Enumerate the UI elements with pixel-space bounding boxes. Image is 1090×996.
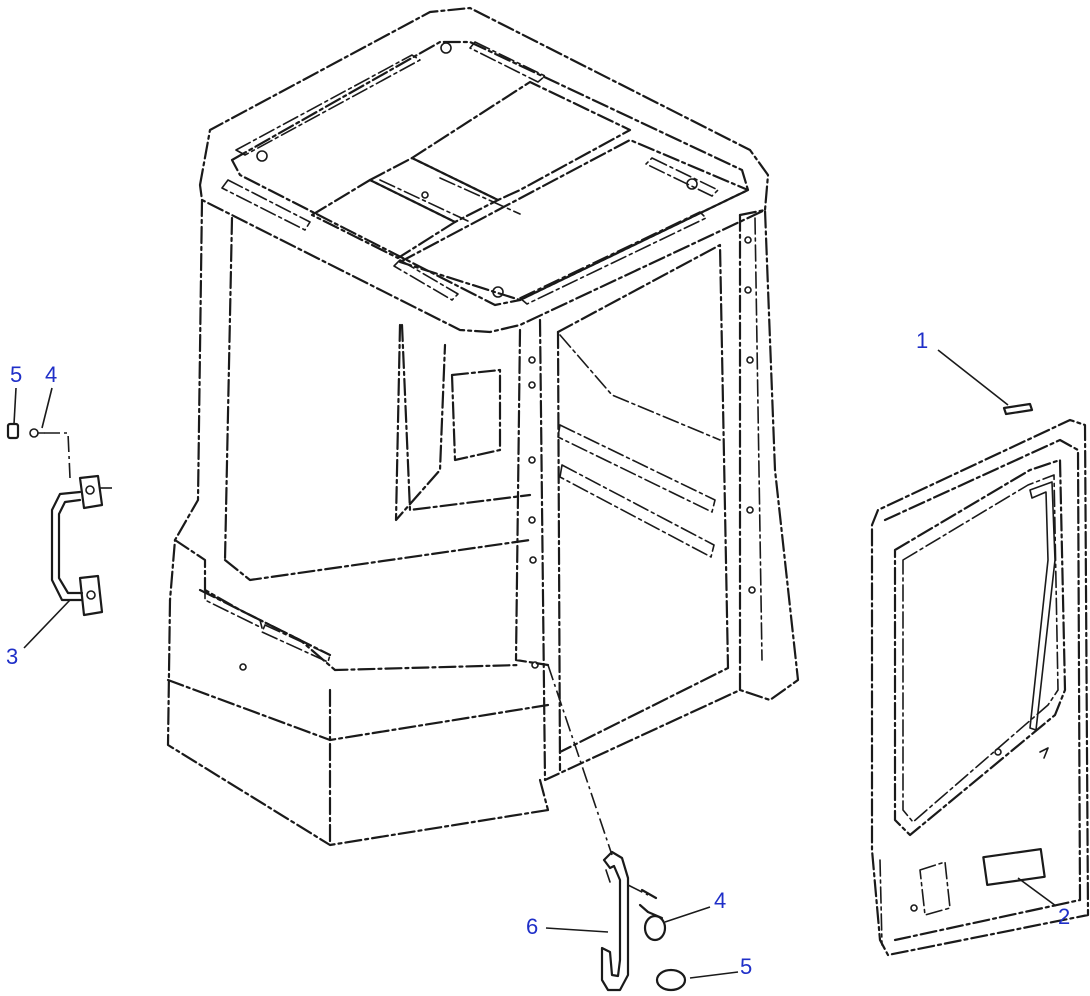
callout-labels: 1 2 3 4 4 5 5 6 bbox=[6, 328, 1070, 979]
cap-part-5-right bbox=[655, 968, 687, 992]
callout-3: 3 bbox=[6, 644, 18, 669]
callout-6: 6 bbox=[526, 914, 538, 939]
operator-cab bbox=[166, 6, 800, 847]
leader-lines bbox=[13, 349, 1057, 979]
callout-4-left: 4 bbox=[45, 362, 57, 387]
callout-4-right: 4 bbox=[714, 888, 726, 913]
callout-5-left: 5 bbox=[10, 362, 22, 387]
bolt-part-4-right bbox=[627, 884, 667, 942]
callout-5-right: 5 bbox=[740, 954, 752, 979]
bolt-part-4-left bbox=[29, 428, 71, 479]
cap-part-5-left bbox=[6, 422, 20, 440]
handrail-part-3 bbox=[50, 474, 112, 617]
callout-1: 1 bbox=[916, 328, 928, 353]
nameplate-part-1 bbox=[1002, 402, 1034, 416]
cab-door bbox=[870, 418, 1090, 957]
handrail-part-6 bbox=[547, 664, 630, 992]
callout-2: 2 bbox=[1058, 904, 1070, 929]
